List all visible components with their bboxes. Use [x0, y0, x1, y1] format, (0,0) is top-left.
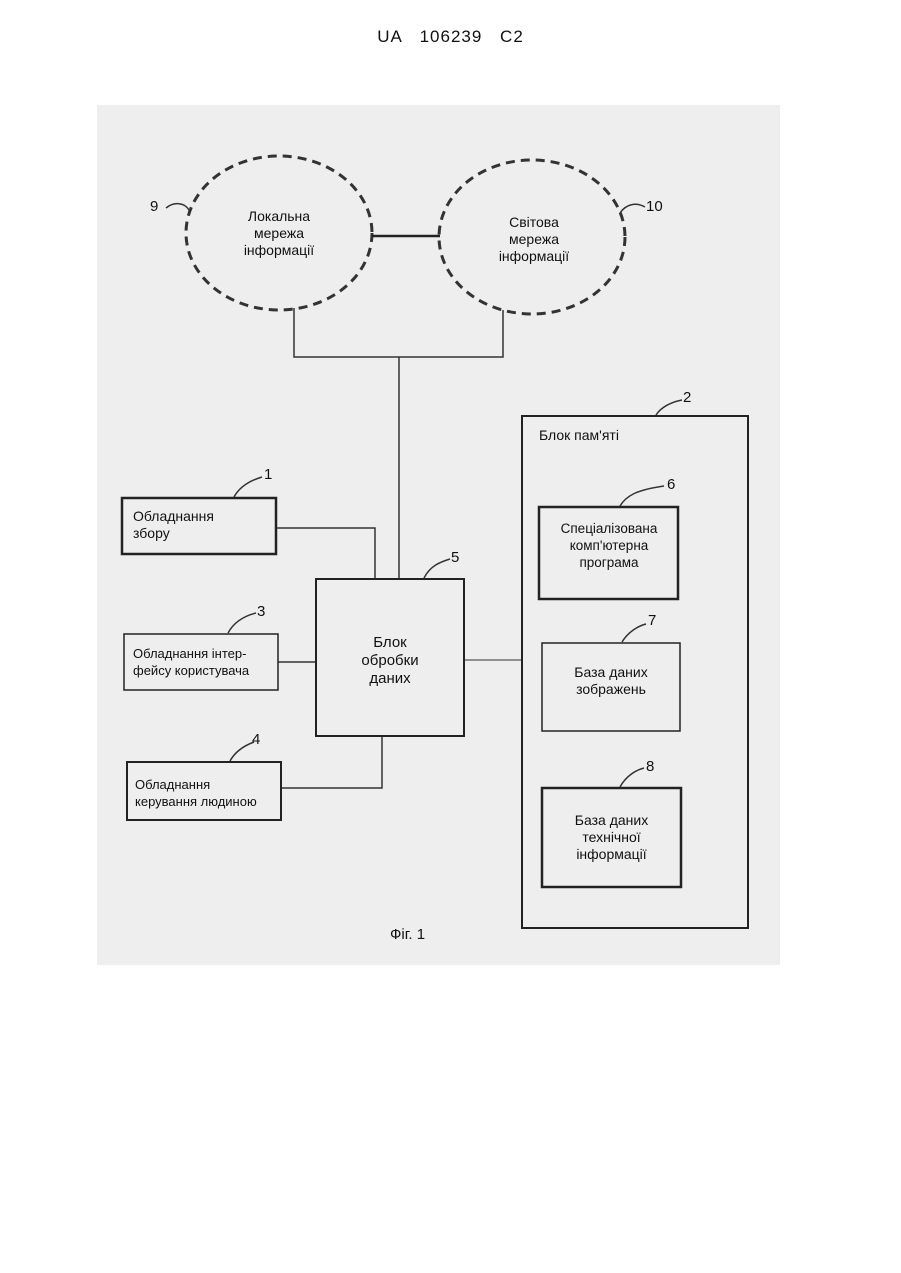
collection-connector [276, 528, 375, 578]
local-network-label: Локальна мережа інформації [219, 208, 339, 259]
network-bus [294, 308, 503, 357]
control-line1: Обладнання [135, 776, 257, 793]
figure-caption: Фіг. 1 [390, 926, 425, 943]
leader-2 [656, 400, 682, 415]
processing-line1: Блок [330, 634, 450, 652]
global-network-line2: мережа [474, 231, 594, 248]
human-control-label: Обладнання керування людиною [135, 776, 257, 810]
leader-6 [620, 486, 664, 506]
image-database-label: База даних зображень [543, 664, 679, 698]
collection-equipment-label: Обладнання збору [133, 508, 214, 542]
program-number: 6 [667, 476, 675, 493]
control-connector [281, 737, 382, 788]
tech-db-line3: інформації [543, 846, 680, 863]
leader-3 [228, 613, 256, 633]
local-network-line3: інформації [219, 242, 339, 259]
collection-line1: Обладнання [133, 508, 214, 525]
leader-10 [620, 204, 645, 213]
global-network-label: Світова мережа інформації [474, 214, 594, 265]
processing-unit-label: Блок обробки даних [330, 634, 450, 688]
tech-db-line1: База даних [543, 812, 680, 829]
special-program-label: Спеціалізована комп'ютерна програма [541, 520, 677, 571]
memory-number: 2 [683, 389, 691, 406]
image-db-line1: База даних [543, 664, 679, 681]
interface-number: 3 [257, 603, 265, 620]
image-db-number: 7 [648, 612, 656, 629]
leader-4 [230, 742, 254, 761]
program-line1: Спеціалізована [541, 520, 677, 537]
processing-line3: даних [330, 670, 450, 688]
image-db-line2: зображень [543, 681, 679, 698]
tech-database-label: База даних технічної інформації [543, 812, 680, 863]
processing-line2: обробки [330, 652, 450, 670]
local-network-line2: мережа [219, 225, 339, 242]
processing-number: 5 [451, 549, 459, 566]
leader-8 [620, 768, 644, 787]
local-network-number: 9 [150, 198, 158, 215]
leader-9 [166, 204, 190, 213]
tech-db-line2: технічної [543, 829, 680, 846]
interface-line1: Обладнання інтер- [133, 645, 249, 662]
leader-1 [234, 477, 262, 497]
global-network-line1: Світова [474, 214, 594, 231]
leader-7 [622, 624, 646, 642]
leader-5 [424, 559, 450, 578]
collection-line2: збору [133, 525, 214, 542]
interface-line2: фейсу користувача [133, 662, 249, 679]
user-interface-label: Обладнання інтер- фейсу користувача [133, 645, 249, 679]
memory-unit-title: Блок пам'яті [539, 427, 619, 444]
program-line3: програма [541, 554, 677, 571]
control-line2: керування людиною [135, 793, 257, 810]
local-network-line1: Локальна [219, 208, 339, 225]
global-network-line3: інформації [474, 248, 594, 265]
global-network-number: 10 [646, 198, 663, 215]
control-number: 4 [252, 731, 260, 748]
collection-number: 1 [264, 466, 272, 483]
tech-db-number: 8 [646, 758, 654, 775]
program-line2: комп'ютерна [541, 537, 677, 554]
